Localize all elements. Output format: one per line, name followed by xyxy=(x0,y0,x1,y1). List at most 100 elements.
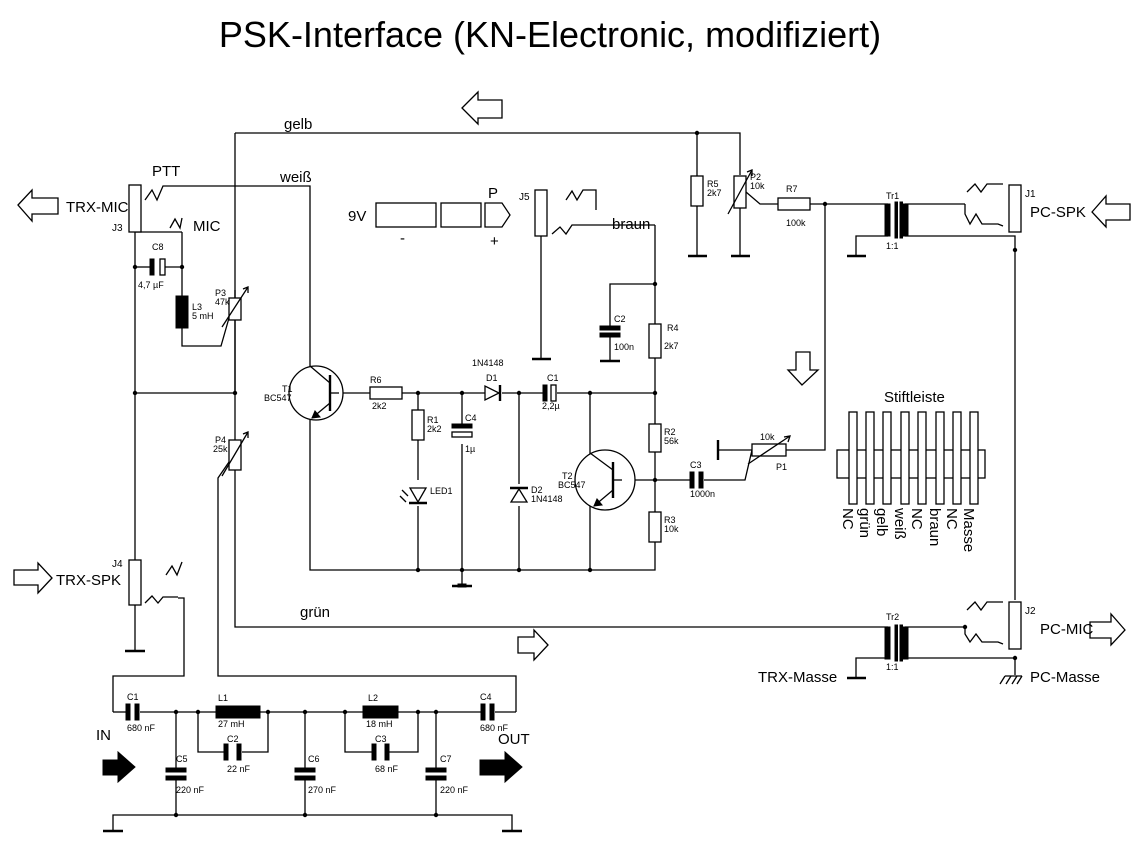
r2-value: 56k xyxy=(664,436,679,446)
arrow-trx-mic xyxy=(17,188,59,223)
c8-name: C8 xyxy=(152,242,164,252)
stiftleiste-header xyxy=(836,411,986,505)
diodes xyxy=(399,384,529,505)
filter-c7-name: C7 xyxy=(440,754,452,764)
r6-value: 2k2 xyxy=(372,401,387,411)
tr2-ratio: 1:1 xyxy=(886,662,899,672)
c8-plate xyxy=(149,258,155,276)
arrow-out xyxy=(479,750,523,784)
r3-name: R3 xyxy=(664,515,676,525)
c1-name: C1 xyxy=(547,373,559,383)
c3-value: 1000n xyxy=(690,489,715,499)
wire-label-braun: braun xyxy=(612,216,650,233)
r7-value: 100k xyxy=(786,218,806,228)
d1-value: 1N4148 xyxy=(472,358,504,368)
r5-body xyxy=(690,175,704,207)
connector-j2 xyxy=(964,601,1022,650)
r1-body xyxy=(411,409,425,441)
connector-j3 xyxy=(128,184,183,233)
inductors xyxy=(175,295,399,719)
pin-label-2: grün xyxy=(856,508,873,538)
arrow-pc-mic xyxy=(1089,612,1126,647)
arrow-gruen xyxy=(517,628,549,662)
r3-value: 10k xyxy=(664,524,679,534)
r4-value: 2k7 xyxy=(664,341,679,351)
label-trx-masse: TRX-Masse xyxy=(758,669,837,686)
c4-name: C4 xyxy=(465,413,477,423)
filter-l1-value: 27 mH xyxy=(218,719,245,729)
c3-name: C3 xyxy=(690,460,702,470)
tr2-name: Tr2 xyxy=(886,612,899,622)
filter-l2-value: 18 mH xyxy=(366,719,393,729)
r7-name: R7 xyxy=(786,184,798,194)
pin-label-5: NC xyxy=(908,508,925,530)
l3-value: 5 mH xyxy=(192,311,214,321)
label-j3: J3 xyxy=(112,223,123,234)
arrow-gelb xyxy=(461,90,503,126)
r6-body xyxy=(369,386,403,400)
pin-label-1: NC xyxy=(839,508,856,530)
filter-c4-value: 680 nF xyxy=(480,723,509,733)
pin-label-3: gelb xyxy=(873,508,890,536)
label-j1: J1 xyxy=(1025,189,1036,200)
wire-label-weiss: weiß xyxy=(279,169,312,186)
c4-value: 1µ xyxy=(465,444,475,454)
p4-value: 25k xyxy=(213,444,228,454)
r3-body xyxy=(648,511,662,543)
arrow-in xyxy=(102,750,136,784)
filter-c4-name: C4 xyxy=(480,692,492,702)
t2-name: T2 xyxy=(562,471,573,481)
connector-j4 xyxy=(128,559,183,606)
label-pc-masse: PC-Masse xyxy=(1030,669,1100,686)
label-out: OUT xyxy=(498,731,530,748)
p3-value: 47k xyxy=(215,297,230,307)
filter-c2-name: C2 xyxy=(227,734,239,744)
filter-l2-name: L2 xyxy=(368,693,378,703)
battery-minus: - xyxy=(400,230,405,247)
filter-c5-name: C5 xyxy=(176,754,188,764)
transistors xyxy=(288,365,636,511)
filter-c1-name: C1 xyxy=(127,692,139,702)
d1-name: D1 xyxy=(486,373,498,383)
pin-label-7: NC xyxy=(943,508,960,530)
r7-body xyxy=(777,197,811,211)
labels: gelb weiß grün braun TRX-MIC PTT MIC J3 … xyxy=(56,116,1100,795)
pin-label-8: Masse xyxy=(960,508,977,552)
connector-j5 xyxy=(534,189,619,237)
label-pc-mic: PC-MIC xyxy=(1040,621,1093,638)
label-in: IN xyxy=(96,727,111,744)
battery-voltage: 9V xyxy=(348,208,366,225)
label-mic: MIC xyxy=(193,218,221,235)
r6-name: R6 xyxy=(370,375,382,385)
pin-label-4: weiß xyxy=(891,507,908,540)
label-ptt: PTT xyxy=(152,163,180,180)
battery-label: P xyxy=(488,185,498,202)
tr1-ratio: 1:1 xyxy=(886,241,899,251)
filter-c7-value: 220 nF xyxy=(440,785,469,795)
connector-j1 xyxy=(964,183,1022,233)
r1-name: R1 xyxy=(427,415,439,425)
label-j2: J2 xyxy=(1025,606,1036,617)
arrows xyxy=(13,90,1131,784)
filter-c1-value: 680 nF xyxy=(127,723,156,733)
p1-value: 10k xyxy=(760,432,775,442)
r4-name: R4 xyxy=(667,323,679,333)
p2-value: 10k xyxy=(750,181,765,191)
t2-value: BC547 xyxy=(558,480,586,490)
filter-c6-name: C6 xyxy=(308,754,320,764)
label-j4: J4 xyxy=(112,559,123,570)
r4-body xyxy=(648,323,662,359)
c1-value: 2,2µ xyxy=(542,401,560,411)
filter-c2-value: 22 nF xyxy=(227,764,251,774)
p4-name: P4 xyxy=(215,435,226,445)
junctions xyxy=(132,130,1018,818)
capacitors xyxy=(125,258,704,781)
c8-value: 4,7 µF xyxy=(138,280,164,290)
filter-c6-value: 270 nF xyxy=(308,785,337,795)
filter-c3-value: 68 nF xyxy=(375,764,399,774)
wire-label-gruen: grün xyxy=(300,604,330,621)
t1-value: BC547 xyxy=(264,393,292,403)
label-trx-spk: TRX-SPK xyxy=(56,572,121,589)
tr1-name: Tr1 xyxy=(886,191,899,201)
